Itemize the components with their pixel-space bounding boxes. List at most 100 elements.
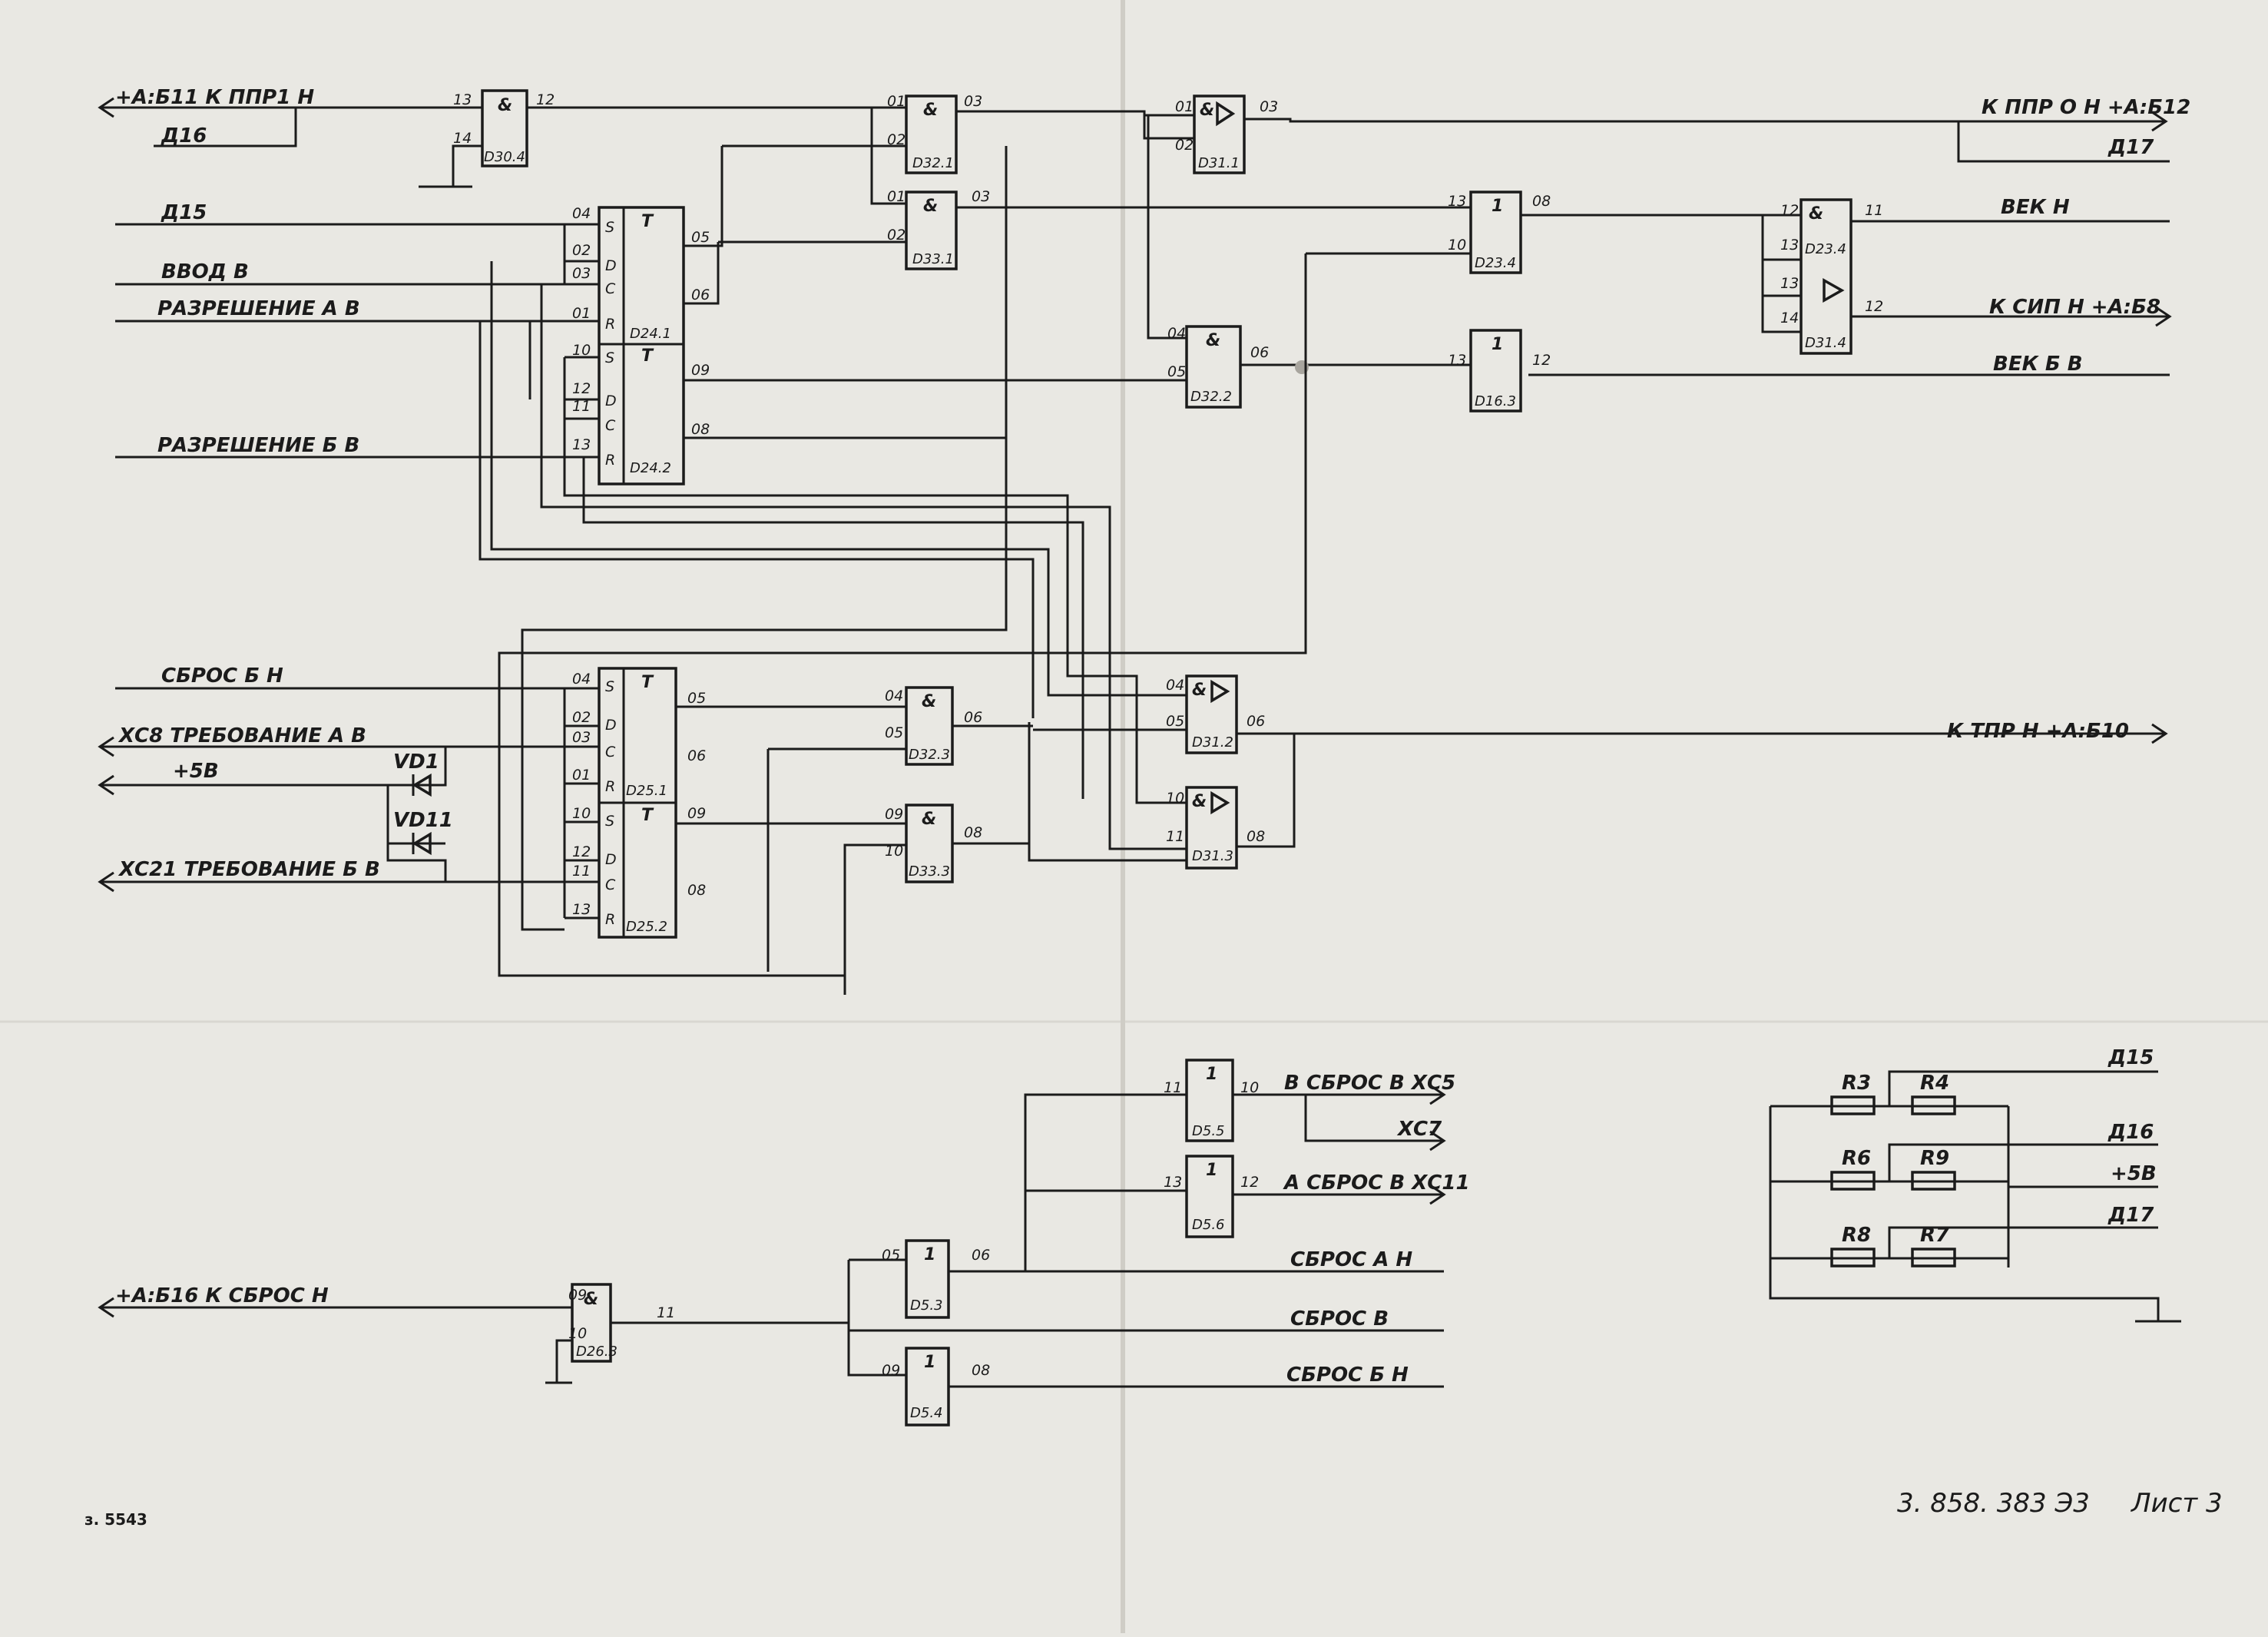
d30-4-pin12: 12	[536, 91, 555, 108]
resistor-r7	[1911, 1248, 1956, 1268]
wire-route-d	[478, 321, 1035, 718]
wire-d16-left	[154, 108, 297, 147]
signal-razreshenie-b: РАЗРЕШЕНИЕ Б В	[157, 434, 359, 457]
wire-route-e	[582, 457, 1084, 799]
d26-3-pin09: 09	[568, 1287, 587, 1304]
d23-4-pin10: 10	[1448, 237, 1466, 254]
d31-2-pin06: 06	[1247, 713, 1265, 730]
d32-1-pin02: 02	[887, 131, 906, 148]
arrow-v-sbros	[1429, 1084, 1446, 1105]
d5-5-box	[1185, 1059, 1234, 1142]
signal-vek-b: ВЕК Б В	[1993, 353, 2083, 376]
label-sbros-v: СБРОС В	[1290, 1307, 1389, 1330]
resistor-r3	[1830, 1095, 1876, 1115]
label-r4: R4	[1920, 1072, 1949, 1095]
d5-4-pin08: 08	[972, 1362, 990, 1379]
d16-3-label: D16.3	[1475, 393, 1516, 409]
d31-3-label: D31.3	[1192, 848, 1233, 864]
label-r-plus5: +5В	[2111, 1162, 2157, 1185]
gate-d33-1: & D33.1 01 02 03	[718, 188, 1144, 270]
d24-1-t: T	[641, 212, 654, 231]
wire-d30-4-in14	[452, 144, 482, 187]
d31-3-pin10: 10	[1166, 790, 1184, 807]
d32-3-symbol: &	[922, 692, 936, 711]
d33-1-box	[905, 191, 958, 270]
d26-3-pin11: 11	[657, 1304, 675, 1321]
d33-3-symbol: &	[922, 810, 936, 829]
label-sbros-a: СБРОС А Н	[1290, 1248, 1412, 1271]
d31-1-pin03: 03	[1260, 98, 1278, 115]
d32-3-label: D32.3	[909, 747, 950, 763]
label-r6: R6	[1842, 1147, 1871, 1170]
d25-pin10: 10	[572, 805, 591, 822]
d25-1-t: T	[641, 673, 654, 692]
d5-3-symbol: 1	[924, 1245, 935, 1264]
d26-3-pin10: 10	[568, 1325, 587, 1342]
d5-5-label: D5.5	[1192, 1123, 1225, 1139]
label-r8: R8	[1842, 1224, 1871, 1247]
d24-2-s: S	[605, 350, 614, 366]
label-r9: R9	[1920, 1147, 1949, 1170]
right-signals: К ППР О Н +А:Б12 Д17 ВЕК Н К СИП Н +А:Б8…	[1237, 96, 2190, 744]
d31-2-pin04: 04	[1166, 677, 1184, 694]
label-sbros-bn: СБРОС Б Н	[1286, 1364, 1409, 1387]
d31-4-pin13a: 13	[1780, 237, 1799, 254]
d31-1-label: D31.1	[1198, 155, 1240, 171]
arrow-k-ppro	[2151, 111, 2168, 132]
d25-1-label: D25.1	[626, 783, 667, 799]
d25-pin06: 06	[687, 747, 706, 764]
d5-5-pin11: 11	[1164, 1079, 1182, 1096]
d25-2-c: C	[605, 876, 616, 893]
signal-vvod: ВВОД В	[161, 260, 249, 283]
order-number: з. 5543	[84, 1510, 147, 1529]
internal-routing	[478, 224, 1307, 995]
d31-1-symbol: &	[1200, 101, 1214, 120]
wire-d31-3-out	[1237, 734, 1296, 848]
d32-2-pin06: 06	[1250, 344, 1269, 361]
d5-6-pin12: 12	[1240, 1174, 1259, 1191]
d31-2-buffer-triangle	[1210, 679, 1230, 704]
d5-3-pin06: 06	[972, 1247, 990, 1264]
d5-6-box	[1185, 1155, 1234, 1238]
d5-5-pin10: 10	[1240, 1079, 1259, 1096]
resistor-r9	[1911, 1171, 1956, 1191]
d25-pin04: 04	[572, 671, 591, 688]
wire-d32-1-to-d33-1	[870, 108, 906, 205]
left-signals: +А:Б11 К ППР1 Н Д16 Д15 ВВОД В РАЗРЕШЕНИ…	[98, 86, 572, 1318]
d32-2-symbol: &	[1206, 331, 1220, 350]
d32-1-label: D32.1	[912, 155, 954, 171]
wire-r-d15	[1888, 1070, 2158, 1106]
wire-resistor-ground	[1769, 1106, 2160, 1321]
d24-pin04: 04	[572, 205, 591, 222]
d25-2-label: D25.2	[626, 919, 667, 935]
d25-pin09: 09	[687, 805, 706, 822]
d5-6-pin13: 13	[1164, 1174, 1182, 1191]
gate-d33-3: & D33.3 09 10 08	[885, 804, 1029, 883]
d31-4-buffer-triangle	[1823, 278, 1845, 303]
d30-4-box	[481, 89, 528, 167]
d32-1-box	[905, 94, 958, 174]
d33-1-label: D33.1	[912, 251, 954, 267]
d23-4-pin13: 13	[1448, 193, 1466, 210]
trigger-d24: T T D24.1 D24.2 S D C R S D C R 04 02 03…	[565, 146, 1008, 485]
d30-4-label: D30.4	[484, 149, 525, 165]
d24-pin06: 06	[691, 287, 710, 303]
trigger-d25: T T D25.1 D25.2 S D C R S D C R 04 02 03…	[565, 667, 906, 939]
d16-3-pin13: 13	[1448, 352, 1466, 369]
d25-pin03: 03	[572, 729, 591, 746]
wire-d24-out05	[684, 146, 723, 247]
d33-1-pin02: 02	[887, 227, 906, 244]
arrow-a-sbros	[1429, 1184, 1446, 1205]
d33-1-pin01: 01	[887, 188, 906, 205]
d31-3-buffer-triangle	[1210, 790, 1230, 815]
wire-route-a	[563, 357, 1187, 804]
d5-3-box	[905, 1239, 950, 1319]
arrow-trebovanie-b	[98, 871, 114, 893]
d25-1-d: D	[605, 717, 617, 734]
wire-route-g	[498, 254, 1307, 977]
d31-1-box	[1193, 94, 1246, 174]
d25-2-d: D	[605, 851, 617, 868]
d25-pin13: 13	[572, 901, 591, 918]
d31-4-label: D31.4	[1805, 335, 1846, 351]
d33-3-pin10: 10	[885, 843, 903, 860]
